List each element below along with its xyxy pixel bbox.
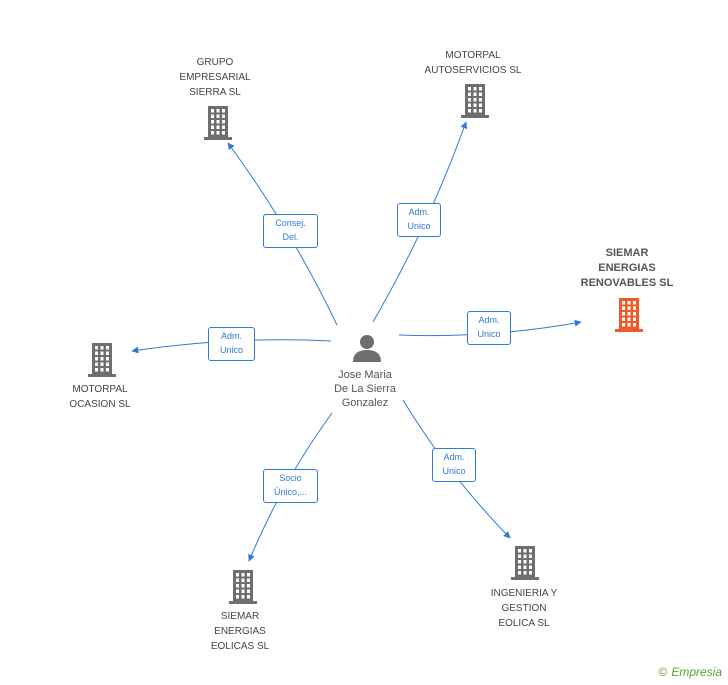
building-icon xyxy=(204,106,232,140)
company-label-renovables[interactable]: SIEMAR ENERGIAS RENOVABLES SL xyxy=(580,247,674,289)
building-icon xyxy=(229,570,257,604)
copyright-icon: © xyxy=(658,665,668,679)
company-node-eolicas[interactable] xyxy=(228,570,258,609)
company-node-ocasion[interactable] xyxy=(87,343,117,382)
role-badge-ocasion[interactable]: Adm. Unico xyxy=(208,327,255,361)
company-node-renovables[interactable] xyxy=(614,298,644,337)
company-node-grupo[interactable] xyxy=(203,106,233,145)
company-label-ingenieria[interactable]: INGENIERIA Y GESTION EOLICA SL xyxy=(490,588,558,629)
person-icon xyxy=(353,335,381,362)
role-badge-eolicas[interactable]: Socio Único,... xyxy=(263,469,318,503)
company-node-ingenieria[interactable] xyxy=(510,546,540,585)
role-badge-grupo[interactable]: Consej. Del. xyxy=(263,214,318,248)
brand-logo: Empresia xyxy=(671,665,722,679)
company-label-autoservicios[interactable]: MOTORPAL AUTOSERVICIOS SL xyxy=(424,50,522,76)
building-icon xyxy=(511,546,539,580)
center-person-node[interactable] xyxy=(352,333,382,368)
company-label-grupo[interactable]: GRUPO EMPRESARIAL SIERRA SL xyxy=(179,57,251,98)
role-badge-ingenieria[interactable]: Adm. Unico xyxy=(432,448,476,482)
role-badge-autoservicios[interactable]: Adm. Unico xyxy=(397,203,441,237)
company-label-eolicas[interactable]: SIEMAR ENERGIAS EOLICAS SL xyxy=(210,611,270,652)
brand-footer[interactable]: ©Empresia xyxy=(658,665,722,679)
building-icon xyxy=(88,343,116,377)
company-node-autoservicios[interactable] xyxy=(460,84,490,123)
role-badge-renovables[interactable]: Adm. Unico xyxy=(467,311,511,345)
building-icon xyxy=(615,298,643,332)
center-person-label[interactable]: Jose Maria De La Sierra Gonzalez xyxy=(334,369,396,409)
company-label-ocasion[interactable]: MOTORPAL OCASION SL xyxy=(69,384,131,410)
building-icon xyxy=(461,84,489,118)
